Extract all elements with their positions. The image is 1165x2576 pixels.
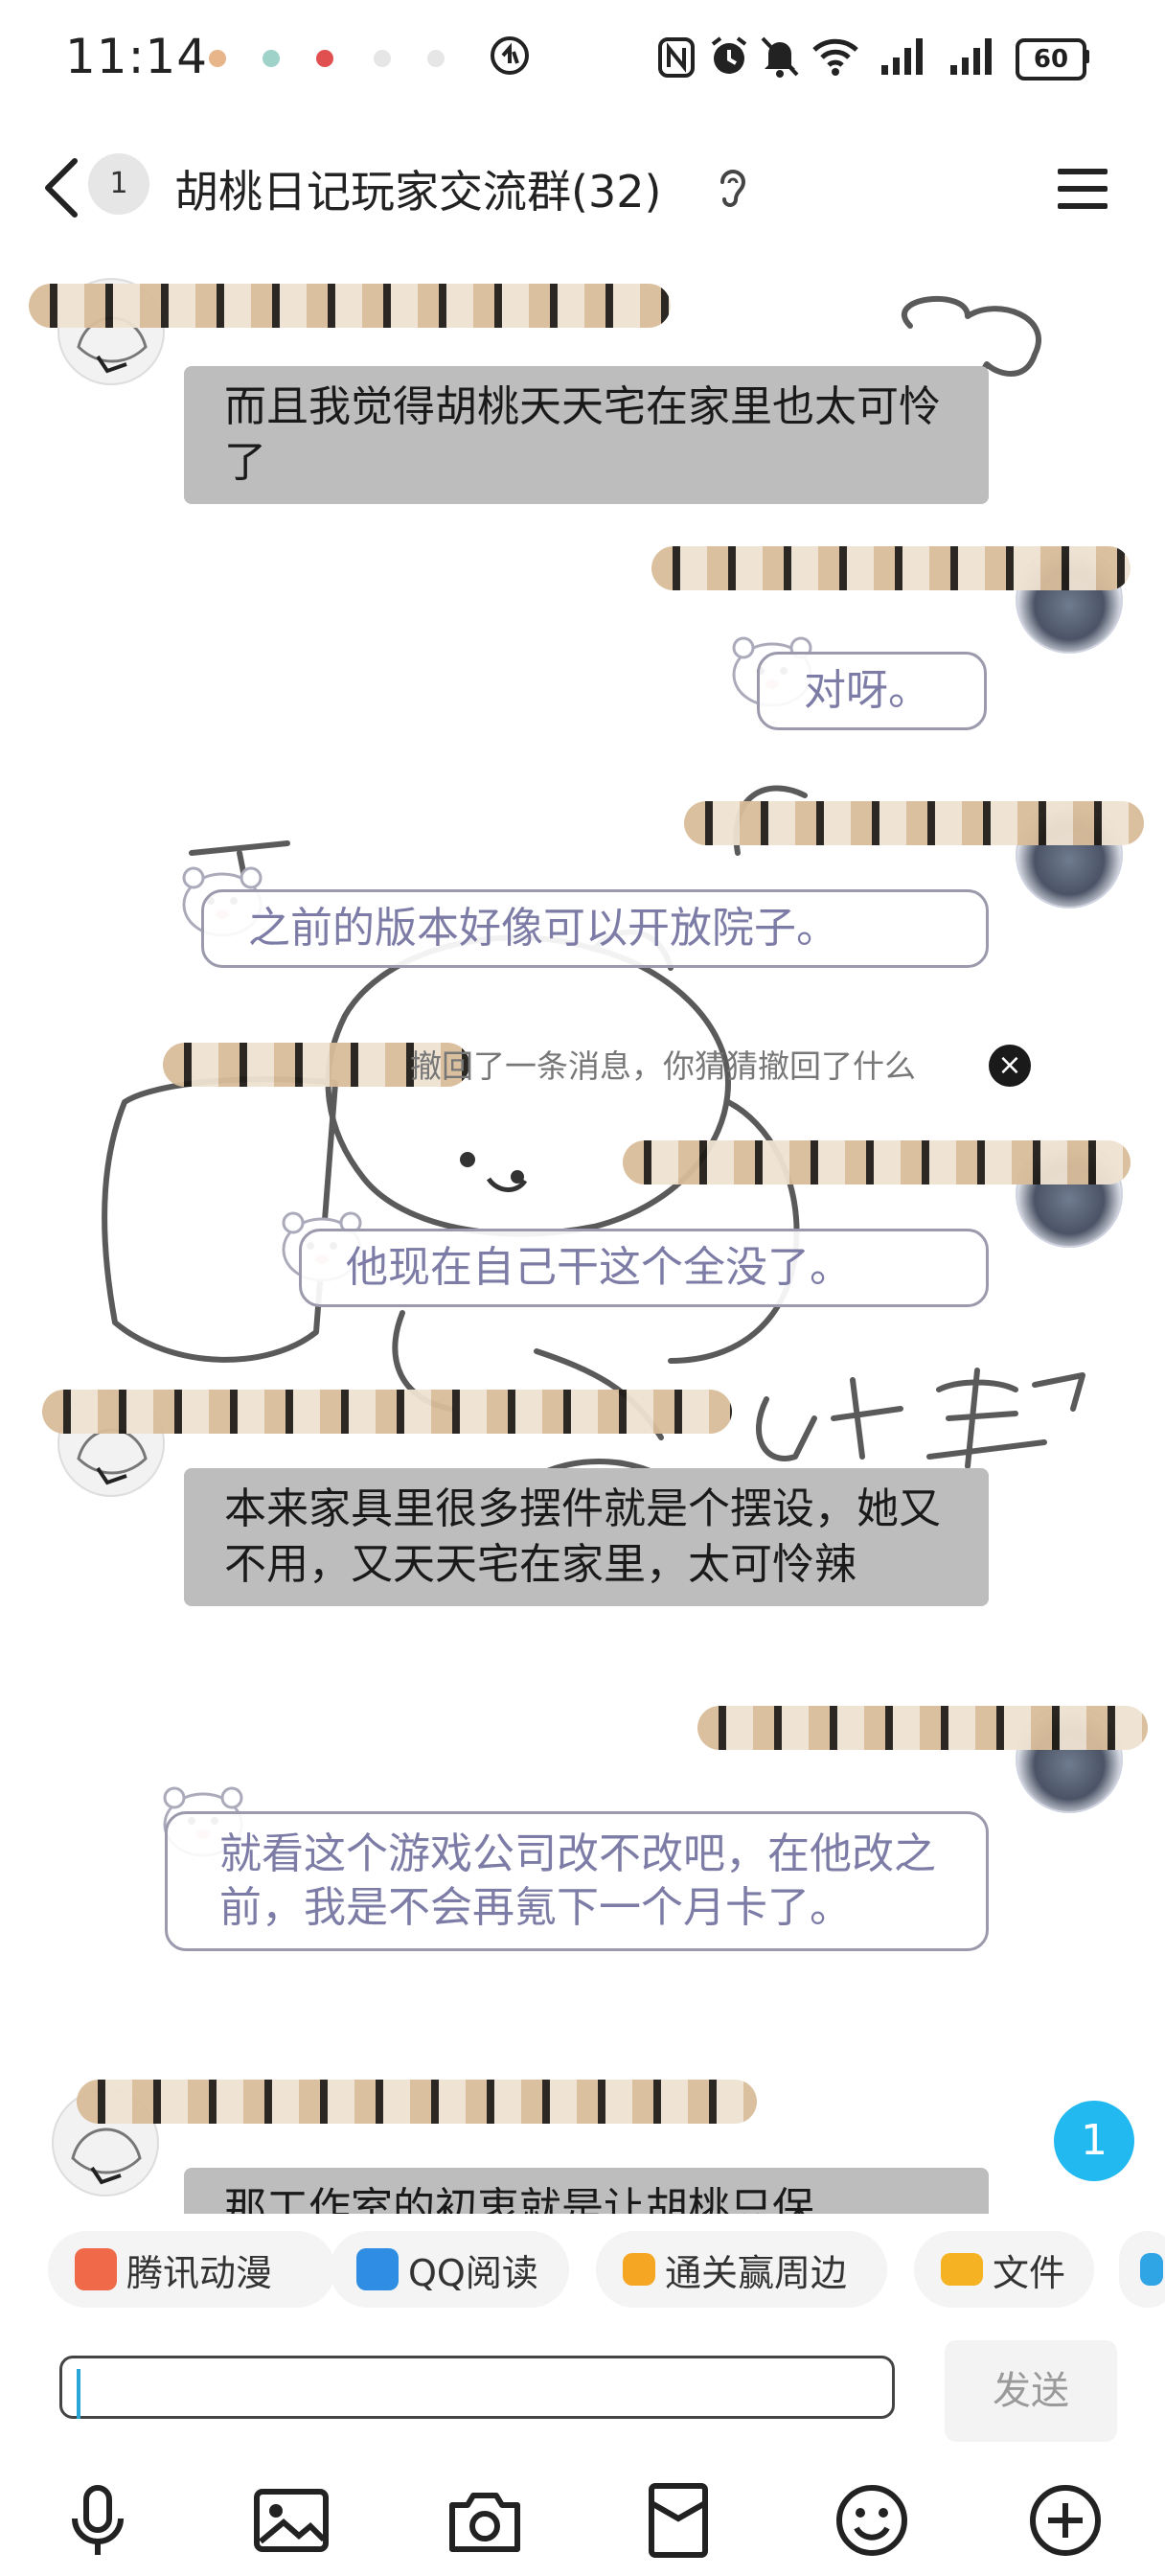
chat-area[interactable]: 而且我觉得胡桃天天宅在家里也太可怜了 对呀。 之前的版本好像可以开放院子。 撤回…	[0, 259, 1165, 2214]
quick-app-tencent-comic[interactable]: 腾讯动漫	[48, 2231, 335, 2308]
notification-icon	[374, 50, 391, 67]
alarm-icon	[711, 36, 747, 74]
nickname-redacted	[697, 1706, 1148, 1750]
nickname-redacted	[42, 1390, 732, 1434]
quick-app-label: 文件	[993, 2251, 1066, 2294]
emoji-icon[interactable]	[832, 2480, 912, 2561]
recall-notice: 撤回了一条消息，你猜猜撤回了什么	[410, 1047, 916, 1085]
notification-icon	[316, 50, 333, 67]
folder-icon	[941, 2253, 983, 2286]
message-bubble[interactable]: 对呀。	[757, 652, 987, 730]
ear-icon[interactable]	[717, 167, 749, 211]
gift-icon	[623, 2253, 655, 2286]
notification-icon	[263, 50, 280, 67]
quick-app-label: QQ阅读	[408, 2251, 538, 2294]
send-button[interactable]: 发送	[945, 2340, 1117, 2442]
nickname-redacted	[684, 801, 1144, 845]
nickname-redacted	[29, 284, 671, 328]
message-bubble[interactable]: 本来家具里很多摆件就是个摆设，她又不用，又天天宅在家里，太可怜辣	[184, 1468, 989, 1606]
bottom-toolbar	[0, 2472, 1165, 2576]
status-time: 11:14	[65, 29, 209, 84]
new-message-badge[interactable]: 1	[1054, 2101, 1134, 2181]
message-bubble[interactable]: 就看这个游戏公司改不改吧，在他改之前，我是不会再氪下一个月卡了。	[165, 1811, 989, 1951]
text-caret	[77, 2369, 80, 2419]
battery-indicator: 60	[1016, 38, 1086, 80]
tencent-comic-icon	[75, 2248, 117, 2290]
red-packet-icon[interactable]	[638, 2480, 719, 2561]
camera-icon[interactable]	[445, 2480, 525, 2561]
quick-app-label: 通关赢周边	[665, 2251, 848, 2294]
signal-icon	[881, 38, 923, 75]
notification-icon	[209, 50, 226, 67]
battery-tip	[1085, 50, 1089, 63]
page-title[interactable]: 胡桃日记玩家交流群(32)	[174, 166, 662, 218]
image-icon[interactable]	[251, 2480, 331, 2561]
unread-badge[interactable]: 1	[88, 153, 149, 215]
message-bubble[interactable]: 而且我觉得胡桃天天宅在家里也太可怜了	[184, 366, 989, 504]
nickname-redacted	[651, 546, 1131, 590]
signal-icon	[950, 38, 992, 75]
nickname-redacted	[77, 2080, 757, 2124]
nfc-icon	[658, 37, 695, 78]
quick-app-status-icon	[491, 36, 529, 75]
input-row	[0, 2338, 1165, 2453]
quick-app-label: 腾讯动漫	[126, 2251, 273, 2294]
nickname-redacted	[623, 1140, 1131, 1184]
nickname-redacted	[163, 1043, 469, 1087]
qq-read-icon	[356, 2248, 399, 2290]
quick-app-files[interactable]: 文件	[914, 2231, 1094, 2308]
status-bar: 11:14 60	[0, 0, 1165, 115]
message-bubble[interactable]: 那工作室的初衷就是让胡桃只保	[184, 2168, 989, 2214]
notification-icon	[427, 50, 445, 67]
quick-apps-bar: 腾讯动漫 QQ阅读 通关赢周边 文件	[0, 2214, 1165, 2329]
back-icon[interactable]	[40, 157, 82, 218]
message-bubble[interactable]: 他现在自己干这个全没了。	[299, 1229, 989, 1307]
microphone-icon[interactable]	[57, 2480, 138, 2561]
message-input[interactable]	[59, 2356, 895, 2419]
quick-app-qq-read[interactable]: QQ阅读	[330, 2231, 569, 2308]
wifi-icon	[812, 38, 858, 76]
menu-icon[interactable]	[1058, 165, 1108, 213]
quick-app-rewards[interactable]: 通关赢周边	[596, 2231, 887, 2308]
mute-icon	[761, 36, 799, 78]
close-icon[interactable]: ×	[989, 1045, 1031, 1087]
quick-app-more[interactable]	[1119, 2231, 1165, 2308]
app-icon	[1140, 2253, 1163, 2286]
message-bubble[interactable]: 之前的版本好像可以开放院子。	[201, 889, 989, 968]
plus-icon[interactable]	[1025, 2480, 1106, 2561]
